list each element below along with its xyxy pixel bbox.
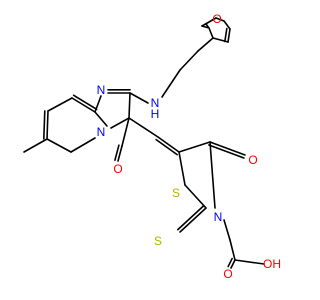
double-bond-line	[114, 144, 120, 161]
double-bond-line	[227, 257, 233, 268]
bond	[46, 110, 49, 140]
bond	[128, 92, 131, 119]
bond	[234, 259, 265, 265]
double-bond-line	[72, 94, 98, 111]
double-bond-line	[43, 110, 46, 140]
bond	[94, 111, 108, 127]
bond	[129, 92, 149, 104]
bond	[178, 151, 186, 186]
bond	[128, 117, 159, 138]
bond	[46, 138, 72, 153]
bond	[179, 207, 207, 233]
thiazolidine-carbonyl-oxygen-label: O	[248, 153, 257, 167]
bond	[110, 117, 130, 129]
bond	[71, 97, 96, 113]
bond	[178, 141, 211, 153]
bond	[121, 117, 130, 147]
acid-hydroxyl-label: OH	[263, 257, 281, 271]
bond	[201, 25, 210, 29]
thiazolidine-sulfur-label: S	[172, 186, 180, 200]
thiazolidine-nitrogen-label: N	[214, 210, 223, 224]
bond	[209, 141, 246, 156]
ring-carbonyl-oxygen-label: O	[113, 162, 122, 176]
double-bond-line	[224, 27, 228, 43]
bond	[229, 239, 236, 261]
bond	[201, 17, 217, 27]
bridgehead-nitrogen-label: N	[97, 125, 106, 139]
bond-layer	[23, 17, 265, 269]
bond	[223, 20, 231, 30]
bond	[230, 259, 236, 269]
bond	[223, 219, 231, 241]
molecule-structure-diagram: O N H N N O S O N S O OH	[23, 12, 281, 281]
bond	[23, 138, 48, 153]
double-bond-line	[208, 144, 245, 159]
bond	[227, 28, 231, 43]
bond	[157, 136, 180, 153]
bond	[179, 50, 199, 71]
amine-nitrogen-label: N	[151, 96, 160, 110]
bond	[70, 137, 96, 153]
thione-sulfur-label: S	[154, 234, 162, 248]
pyrimidine-nitrogen-label: N	[97, 83, 106, 97]
bond	[209, 141, 216, 209]
double-bond-line	[155, 138, 178, 156]
bond	[184, 184, 207, 209]
bond	[47, 97, 73, 112]
bond	[208, 27, 214, 39]
bond	[215, 17, 225, 22]
acid-carbonyl-oxygen-label: O	[223, 267, 232, 281]
furan-oxygen-label: O	[212, 12, 221, 26]
bond	[117, 145, 123, 162]
amine-hydrogen-label: H	[151, 107, 160, 121]
bond	[197, 37, 214, 52]
double-bond-line	[177, 204, 205, 231]
atom-label-layer: O N H N N O S O N S O OH	[97, 12, 281, 281]
bond	[161, 69, 181, 98]
